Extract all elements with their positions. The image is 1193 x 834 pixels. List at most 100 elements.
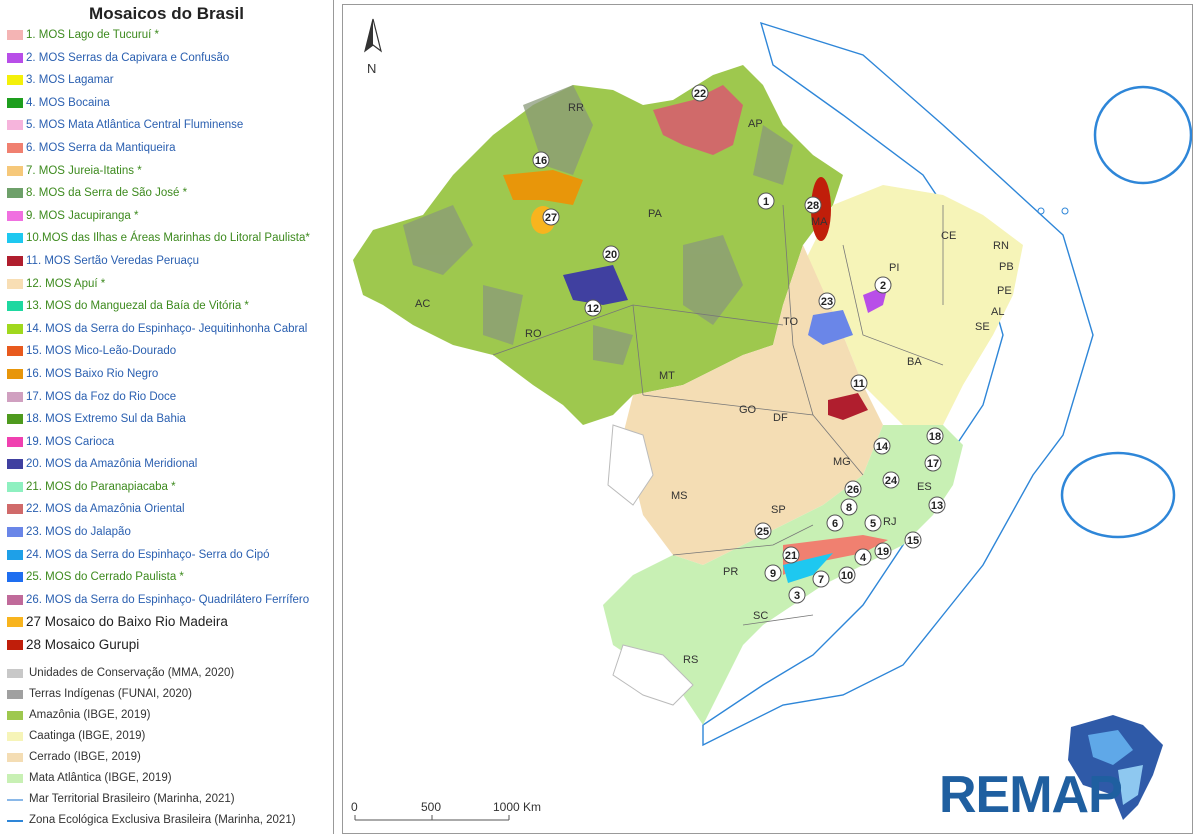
legend-item-mosaic-19: 19. MOS Carioca [0,431,333,454]
legend-swatch [7,689,23,699]
remap-logo-icon [1068,715,1163,820]
marker-label-7: 7 [818,574,824,586]
legend-label: 9. MOS Jacupiranga * [26,209,139,222]
marker-circle-7 [812,570,830,588]
legend-item-mosaic-4: 4. MOS Bocaina [0,92,333,115]
mosaic-11-shape [828,393,868,420]
legend-swatch [7,255,23,266]
legend-swatch [7,142,23,153]
legend-label: Terras Indígenas (FUNAI, 2020) [29,687,192,700]
marker-circle-10 [838,566,856,584]
legend-item-base-3: Amazônia (IBGE, 2019) [0,705,333,726]
marker-circle-13 [928,496,946,514]
marker-circle-28 [804,196,822,214]
marker-label-2: 2 [880,280,886,292]
state-label-mg: MG [833,456,851,468]
marker-label-18: 18 [929,431,941,443]
state-label-es: ES [917,481,932,493]
marker-label-28: 28 [807,200,819,212]
mosaic-10-shape [783,553,833,583]
legend-label: Amazônia (IBGE, 2019) [29,708,151,721]
north-label: N [367,61,376,76]
island-dot-1 [1037,207,1045,215]
marker-circle-9 [764,564,782,582]
legend-label: 18. MOS Extremo Sul da Bahia [26,413,186,426]
state-label-sp: SP [771,504,786,516]
marker-circle-16 [532,151,550,169]
legend-swatch [7,368,23,379]
map-frame[interactable]: RRAPAMPAMACERNPBPEALSEPIACROTOBAMTGODFMG… [342,4,1193,834]
legend-label: 26. MOS da Serra do Espinhaço- Quadrilát… [26,593,310,606]
marker-label-23: 23 [821,296,833,308]
legend-swatch [7,75,23,86]
legend-swatch [7,710,23,720]
state-labels: RRAPAMPAMACERNPBPEALSEPIACROTOBAMTGODFMG… [415,102,1014,666]
legend-swatch [7,481,23,492]
state-label-sc: SC [753,610,768,622]
legend-item-base-7: Mar Territorial Brasileiro (Marinha, 202… [0,789,333,810]
legend-panel: Mosaicos do Brasil 1. MOS Lago de Tucuru… [0,0,334,834]
marker-label-9: 9 [770,568,776,580]
legend-item-mosaic-13: 13. MOS do Manguezal da Baía de Vitória … [0,295,333,318]
marker-label-21: 21 [785,550,797,562]
marker-label-15: 15 [907,535,919,547]
legend-swatch [7,301,23,312]
legend-swatch [7,188,23,199]
marker-label-27: 27 [545,212,557,224]
marker-circle-22 [691,84,709,102]
mosaic-list: 1. MOS Lago de Tucuruí *2. MOS Serras da… [0,24,333,657]
legend-label: Mar Territorial Brasileiro (Marinha, 202… [29,792,235,805]
base-layer-list: Unidades de Conservação (MMA, 2020) Terra… [0,663,333,831]
mosaic-23-shape [808,310,853,345]
legend-item-mosaic-28: 28 Mosaico Gurupi [0,634,333,657]
legend-item-base-6: Mata Atlântica (IBGE, 2019) [0,768,333,789]
legend-swatch [7,731,23,741]
state-label-rn: RN [993,240,1009,252]
mosaic-coastal-se [783,535,888,575]
scale-label-1000: 1000 Km [493,800,541,814]
state-label-ce: CE [941,230,956,242]
brazil-map[interactable]: RRAPAMPAMACERNPBPEALSEPIACROTOBAMTGODFMG… [343,5,1192,833]
marker-circle-19 [874,542,892,560]
legend-label: 27 Mosaico do Baixo Rio Madeira [26,614,228,630]
marker-circle-15 [904,531,922,549]
legend-item-base-5: Cerrado (IBGE, 2019) [0,747,333,768]
marker-circle-12 [584,299,602,317]
marker-label-13: 13 [931,500,943,512]
marker-label-10: 10 [841,570,853,582]
legend-swatch [7,414,23,425]
legend-item-mosaic-11: 11. MOS Sertão Veredas Peruaçu [0,250,333,273]
legend-label: 12. MOS Apuí * [26,277,106,290]
island-dot-2 [1061,207,1069,215]
legend-label: Zona Ecológica Exclusiva Brasileira (Mar… [29,813,296,826]
legend-item-base-1: Unidades de Conservação (MMA, 2020) [0,663,333,684]
legend-swatch [7,798,23,801]
eez-island-south [1060,451,1176,539]
legend-swatch [7,30,23,40]
legend-item-mosaic-16: 16. MOS Baixo Rio Negro [0,363,333,386]
state-label-pr: PR [723,566,738,578]
state-label-ma: MA [811,216,828,228]
legend-swatch [7,773,23,783]
legend-item-mosaic-9: 9. MOS Jacupiranga * [0,205,333,228]
legend-item-mosaic-20: 20. MOS da Amazônia Meridional [0,453,333,476]
legend-label: 7. MOS Jureia-Itatins * [26,164,142,177]
marker-label-24: 24 [885,475,898,487]
legend-swatch [7,52,23,63]
scale-label-0: 0 [351,800,358,814]
marker-label-4: 4 [860,552,867,564]
state-label-ro: RO [525,328,542,340]
marker-circle-17 [924,454,942,472]
legend-item-mosaic-1: 1. MOS Lago de Tucuruí * [0,24,333,47]
mosaic-28-shape [811,177,831,241]
legend-swatch [7,120,23,131]
legend-swatch [7,346,23,357]
marker-circle-6 [826,514,844,532]
marker-circle-20 [602,245,620,263]
legend-item-mosaic-23: 23. MOS do Jalapão [0,521,333,544]
state-label-rr: RR [568,102,584,114]
legend-label: 8. MOS da Serra de São José * [26,187,188,200]
marker-circle-21 [782,546,800,564]
marker-circle-25 [754,522,772,540]
